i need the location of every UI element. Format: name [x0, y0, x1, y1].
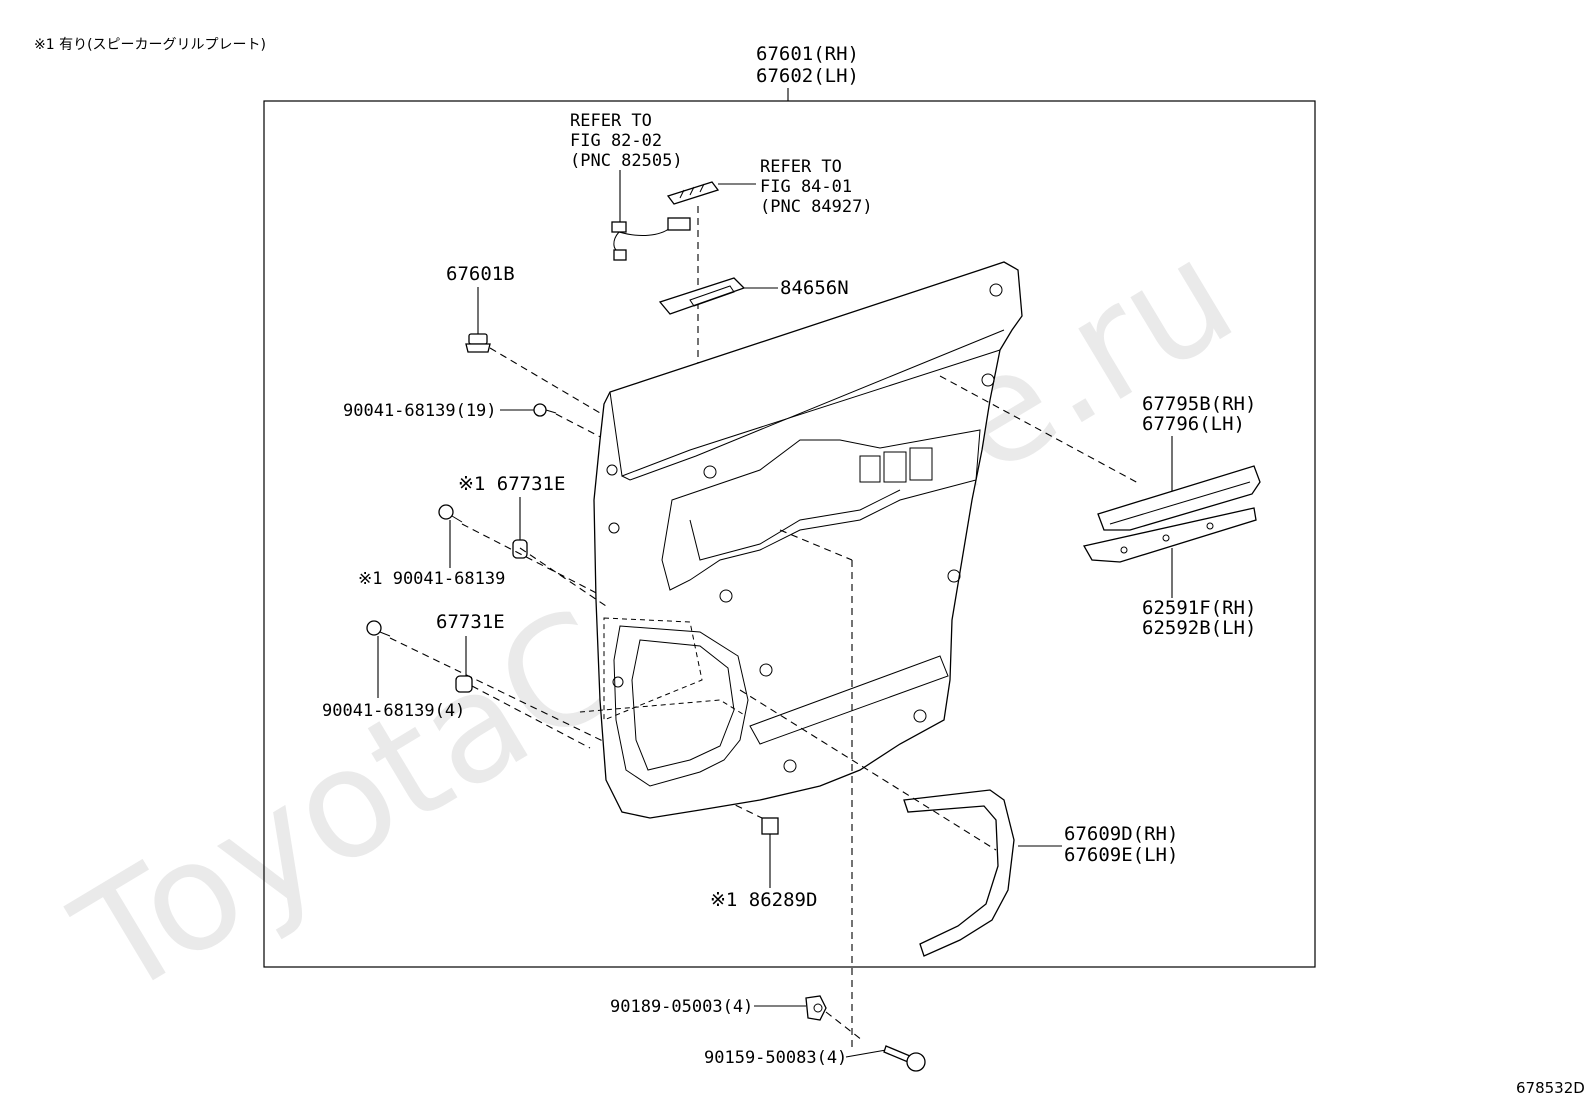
grommet-67731e-part[interactable]: [455, 675, 473, 693]
grommet-star-dash: [519, 547, 607, 607]
screw-90159-leader: [845, 1049, 887, 1058]
screw-4-dash: [389, 637, 763, 819]
screw-90041-star-part[interactable]: [438, 504, 463, 523]
speaker-box-dash: [603, 617, 703, 721]
door-trim-panel[interactable]: [593, 261, 1023, 819]
refer-note-1-line3: (PNC 82505): [570, 151, 683, 171]
clip-67601b-part[interactable]: [465, 333, 491, 353]
molding-dash: [739, 689, 997, 851]
grommet-dash: [471, 685, 591, 749]
screw-90041-4-part[interactable]: [366, 620, 391, 637]
refer-note-2-line3: (PNC 84927): [760, 197, 873, 217]
label-67796-lh[interactable]: 67796(LH): [1142, 413, 1245, 435]
label-67731e[interactable]: 67731E: [436, 611, 505, 633]
label-67609d-rh[interactable]: 67609D(RH): [1064, 823, 1178, 845]
refer-note-2-line2[interactable]: FIG 84-01: [760, 177, 852, 197]
ornament-67795b-part[interactable]: [1097, 465, 1261, 531]
label-67601b[interactable]: 67601B: [446, 263, 515, 285]
clip-90189-dash: [825, 1011, 863, 1041]
label-67731e-star[interactable]: ※1 67731E: [458, 473, 565, 495]
window-switch-part[interactable]: [666, 181, 720, 205]
assembly-frame: [263, 100, 1316, 968]
fastener-diag-dash: [779, 529, 853, 561]
garnish-62591f-part[interactable]: [1082, 507, 1257, 563]
switch-bezel-84656n[interactable]: [658, 277, 746, 315]
label-62591f-rh[interactable]: 62591F(RH): [1142, 597, 1256, 619]
refer-note-1-line1: REFER TO: [570, 111, 652, 131]
label-67602-lh[interactable]: 67602(LH): [756, 65, 859, 87]
molding-67609d-part[interactable]: [903, 789, 1015, 957]
speaker-plate-86289d-part[interactable]: [761, 817, 779, 835]
screw-90159-part[interactable]: [883, 1045, 926, 1072]
label-86289d[interactable]: ※1 86289D: [710, 889, 817, 911]
wire-harness-part[interactable]: [611, 217, 691, 261]
label-90189-05003[interactable]: 90189-05003(4): [610, 997, 753, 1017]
label-90159-50083[interactable]: 90159-50083(4): [704, 1048, 847, 1068]
speaker-box-dash-2: [579, 699, 747, 717]
refer-note-2-line1: REFER TO: [760, 157, 842, 177]
clip-90189-part[interactable]: [805, 995, 827, 1021]
label-67795b-rh[interactable]: 67795B(RH): [1142, 393, 1256, 415]
label-84656n[interactable]: 84656N: [780, 277, 849, 299]
label-90041-68139-star[interactable]: ※1 90041-68139: [358, 569, 505, 589]
label-67609e-lh[interactable]: 67609E(LH): [1064, 844, 1178, 866]
top-left-note: ※1 有り(スピーカーグリルプレート): [34, 37, 266, 53]
screw-star-dash: [461, 523, 611, 601]
diagram-code: 678532D: [1516, 1079, 1585, 1097]
label-67601-rh[interactable]: 67601(RH): [756, 43, 859, 65]
screw-90041-19-part[interactable]: [533, 403, 557, 417]
refer-note-1-line2[interactable]: FIG 82-02: [570, 131, 662, 151]
label-62592b-lh[interactable]: 62592B(LH): [1142, 617, 1256, 639]
label-90041-68139-4[interactable]: 90041-68139(4): [322, 701, 465, 721]
clip-67601b-dash: [489, 347, 701, 473]
grommet-67731e-star-part[interactable]: [512, 539, 528, 559]
ornament-dash: [939, 375, 1141, 485]
label-90041-68139-19[interactable]: 90041-68139(19): [343, 401, 497, 421]
